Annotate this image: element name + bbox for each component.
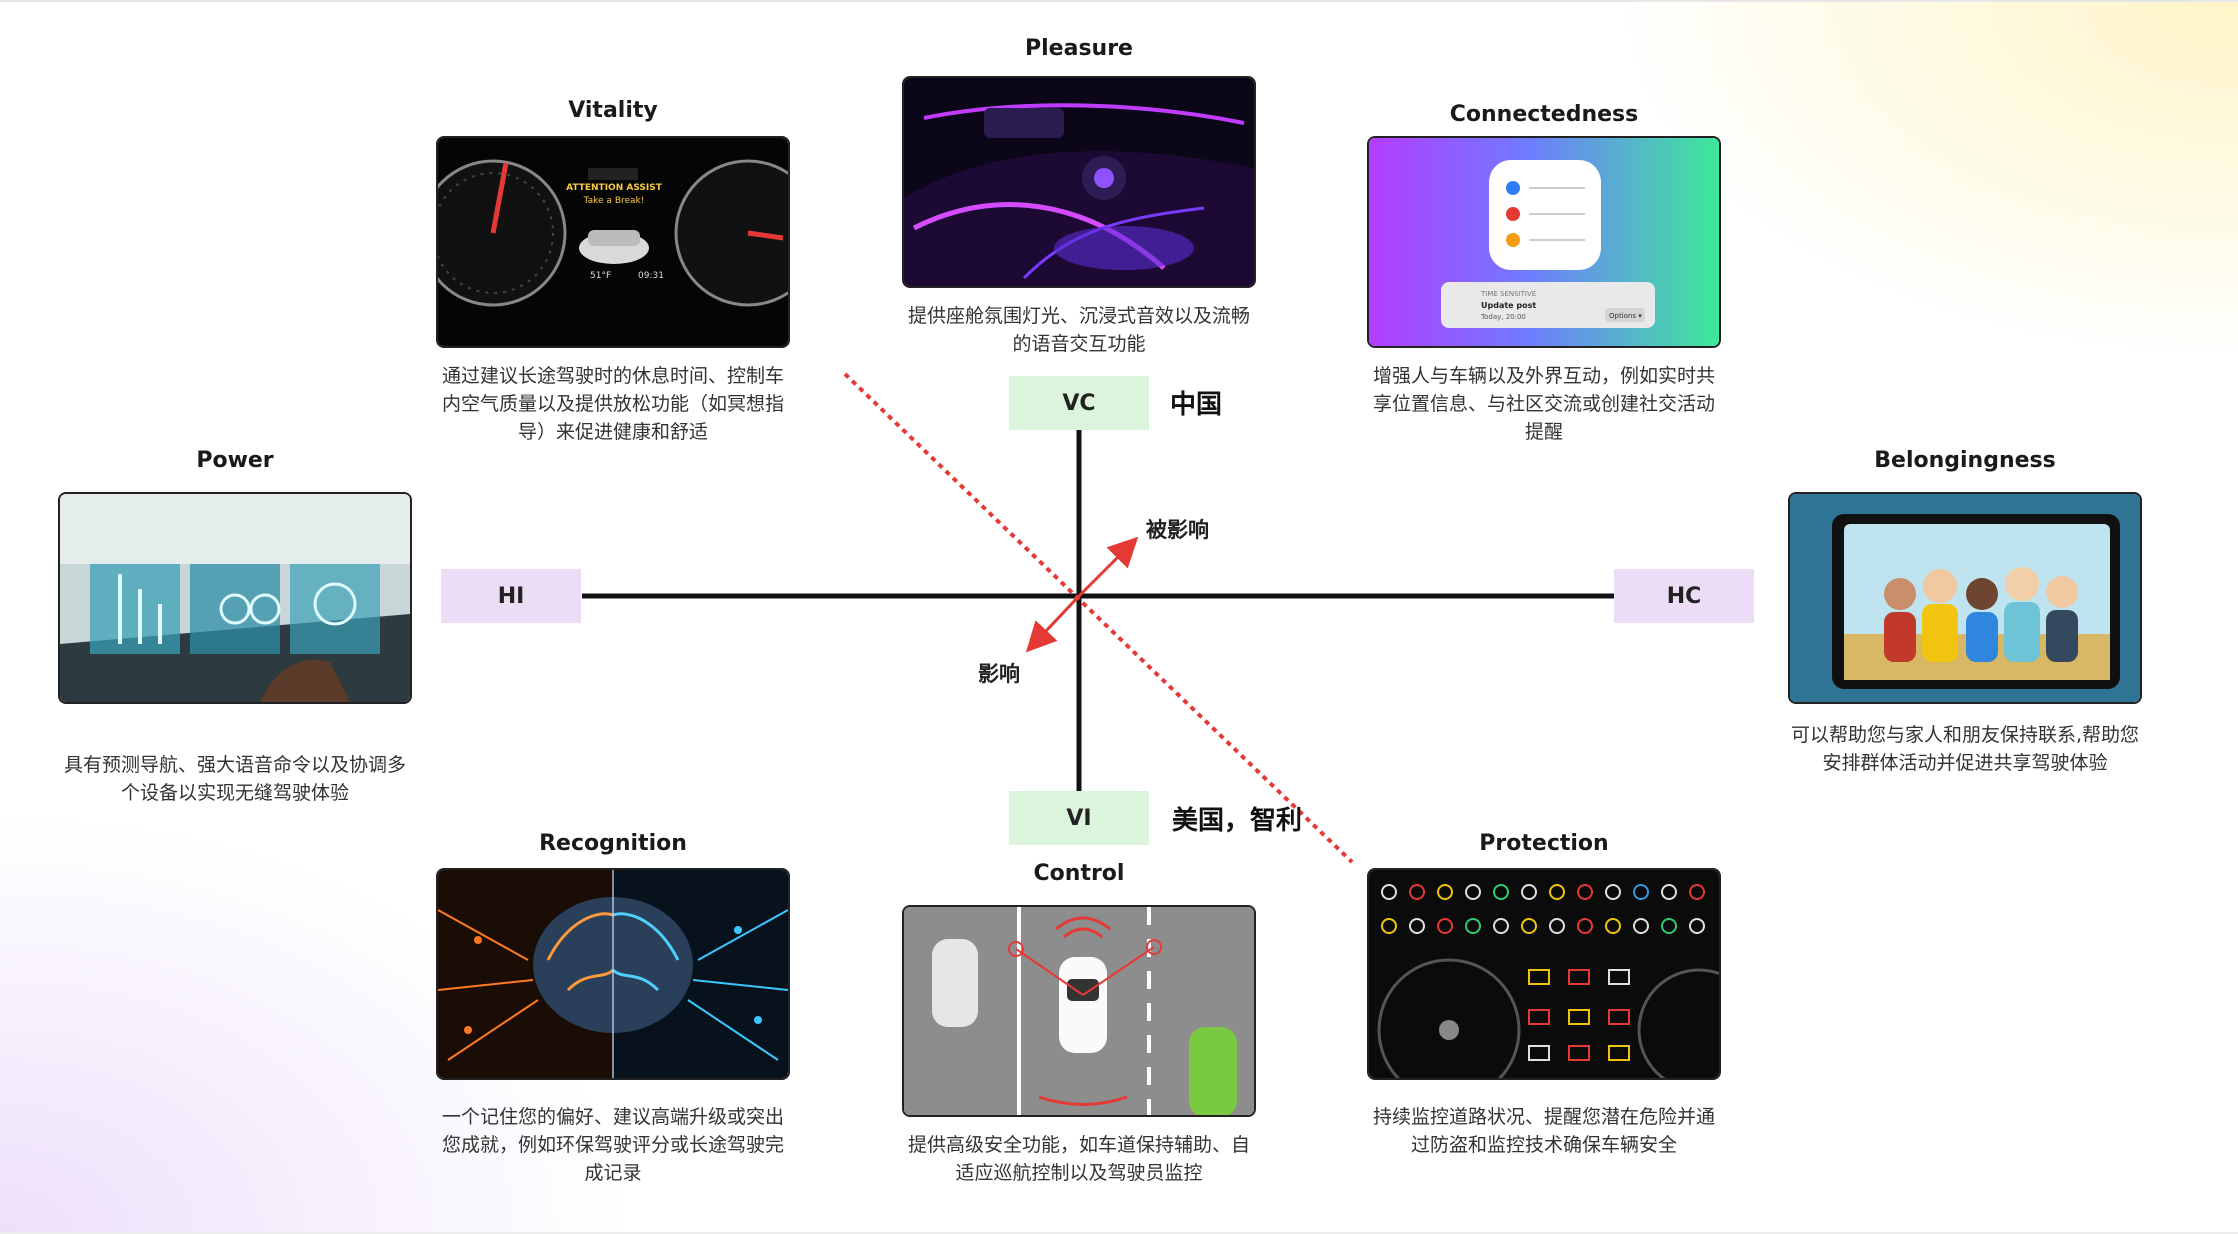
reminders-icon (1489, 160, 1601, 270)
recognition-title: Recognition (539, 831, 687, 856)
svg-text:09:31: 09:31 (638, 271, 664, 281)
control-description: 提供高级安全功能，如车道保持辅助、自适应巡航控制以及驾驶员监控 (907, 1134, 1250, 1184)
hi-axis-label: HI (441, 569, 581, 623)
connectedness-description: 增强人与车辆以及外界互动，例如实时共享位置信息、与社区交流或创建社交活动提醒 (1372, 365, 1715, 443)
diagonal-divider (843, 372, 1354, 864)
arrow-label-influence: 影响 (978, 662, 1020, 686)
recognition-description: 一个记住您的偏好、建议高端升级或突出您成就，例如环保驾驶评分或长途驾驶完成记录 (441, 1106, 784, 1184)
region-usa-chile: 美国，智利 (1172, 806, 1303, 836)
pleasure-image (902, 76, 1256, 288)
recognition-image (436, 868, 790, 1080)
arrow-influence (1025, 594, 1081, 653)
warning-lights-icon (1381, 884, 1705, 934)
belongingness-description: 可以帮助您与家人和朋友保持联系,帮助您安排群体活动并促进共享驾驶体验 (1790, 724, 2140, 774)
pleasure-description: 提供座舱氛围灯光、沉浸式音效以及流畅的语音交互功能 (907, 305, 1250, 355)
protection-image (1367, 868, 1721, 1080)
power-description: 具有预测导航、强大语音命令以及协调多个设备以实现无缝驾驶体验 (63, 754, 406, 804)
vc-axis-label: VC (1009, 376, 1149, 430)
connectedness-title: Connectedness (1449, 102, 1639, 127)
connectedness-image: TIME SENSITIVE Update post Today, 20:00 … (1367, 136, 1721, 348)
arrow-influenced (1077, 536, 1139, 598)
svg-text:Today, 20:00: Today, 20:00 (1480, 313, 1526, 321)
svg-text:Take a Break!: Take a Break! (583, 196, 645, 206)
control-image (902, 905, 1256, 1117)
pleasure-title: Pleasure (1025, 36, 1133, 61)
svg-text:ATTENTION ASSIST: ATTENTION ASSIST (566, 183, 663, 193)
region-china: 中国 (1170, 390, 1223, 420)
top-border (0, 0, 2238, 2)
protection-title: Protection (1479, 831, 1609, 856)
vitality-image: ATTENTION ASSIST Take a Break! 51°F 09:3… (436, 136, 790, 348)
hc-axis-label: HC (1614, 569, 1754, 623)
vitality-title: Vitality (568, 98, 658, 123)
svg-text:51°F: 51°F (590, 271, 611, 281)
belongingness-title: Belongingness (1874, 448, 2056, 473)
arrow-label-influenced: 被影响 (1146, 518, 1209, 542)
belongingness-image (1788, 492, 2142, 704)
power-image (58, 492, 412, 704)
bottom-border (0, 1232, 2238, 1234)
control-title: Control (1033, 861, 1125, 886)
svg-text:TIME SENSITIVE: TIME SENSITIVE (1480, 290, 1536, 298)
power-title: Power (196, 448, 274, 473)
protection-description: 持续监控道路状况、提醒您潜在危险并通过防盗和监控技术确保车辆安全 (1372, 1106, 1715, 1156)
vi-axis-label: VI (1009, 791, 1149, 845)
speedometer-icon (438, 159, 567, 307)
vitality-description: 通过建议长途驾驶时的休息时间、控制车内空气质量以及提供放松功能（如冥想指导）来促… (441, 365, 784, 443)
svg-text:Options ▾: Options ▾ (1609, 312, 1642, 320)
svg-text:Update post: Update post (1481, 301, 1536, 310)
